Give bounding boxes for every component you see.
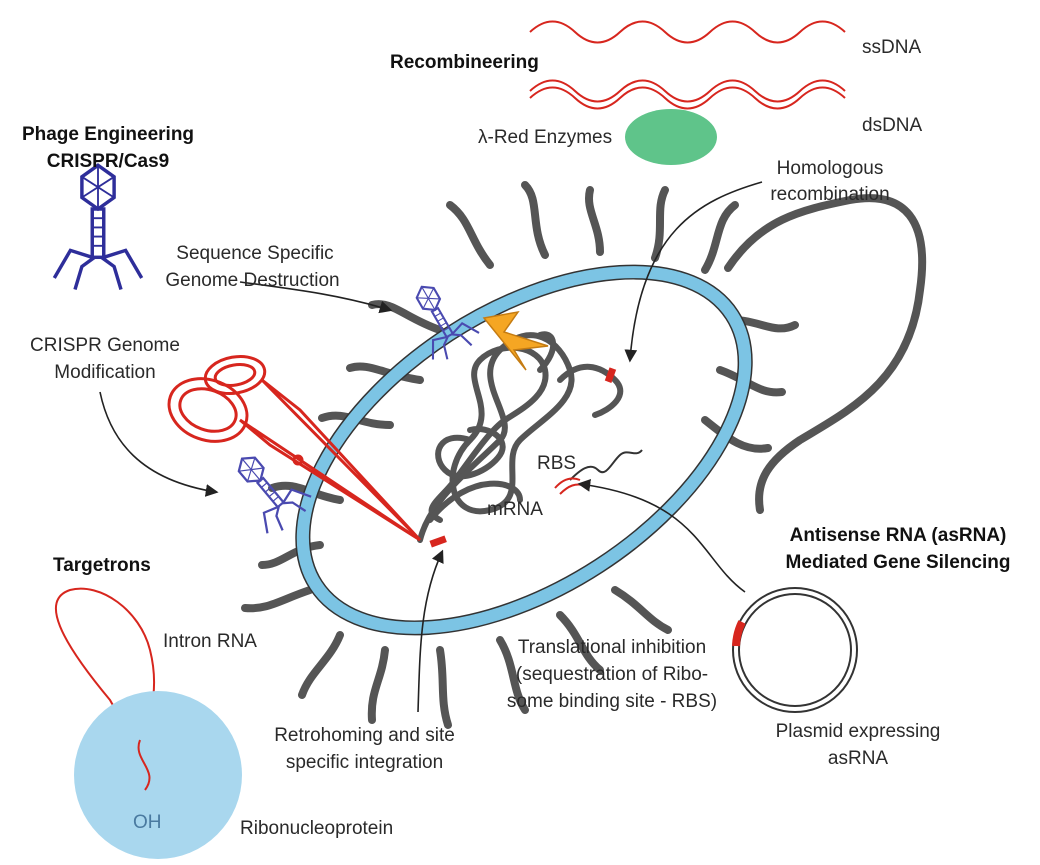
ribonucleoprotein-label: Ribonucleoprotein xyxy=(240,818,394,839)
phage-engineering-heading: Phage Engineering xyxy=(21,124,195,145)
cell-wall xyxy=(295,265,753,635)
antisense-heading: Antisense RNA (asRNA) xyxy=(789,525,1007,546)
plasmid-insert xyxy=(732,620,746,647)
crispr-genome-label: CRISPR Genome xyxy=(30,335,180,356)
lightning-icon xyxy=(482,310,549,371)
ssdna-strand xyxy=(529,20,846,44)
lambda-red-label: λ-Red Enzymes xyxy=(478,127,613,148)
rbs-strand xyxy=(554,477,587,495)
lambda-red-enzyme xyxy=(625,109,717,165)
asrna-label: asRNA xyxy=(827,748,889,769)
genome-destruction-label: Genome Destruction xyxy=(165,270,340,291)
homologous-label: Homologous xyxy=(776,158,884,179)
chromosome-marker-top xyxy=(604,367,617,383)
modification-label: Modification xyxy=(54,362,156,383)
oh-label: OH xyxy=(133,812,162,833)
arrows xyxy=(99,181,763,713)
ribonucleoprotein-blob xyxy=(74,691,242,859)
translational-inhibition-label: Translational inhibition xyxy=(517,637,707,658)
intron-rna-label: Intron RNA xyxy=(163,631,257,652)
dsdna-label: dsDNA xyxy=(862,115,923,136)
recombineering-heading: Recombineering xyxy=(390,52,539,73)
rbs-site-label: some binding site - RBS) xyxy=(506,691,718,712)
chromosome xyxy=(417,331,624,543)
site-integration-label: specific integration xyxy=(285,752,444,773)
rbs-label: RBS xyxy=(537,453,577,474)
chromosome-marker-bottom xyxy=(429,535,447,548)
gene-silencing-heading: Mediated Gene Silencing xyxy=(785,552,1011,573)
recombination-label: recombination xyxy=(770,184,890,205)
plasmid-label: Plasmid expressing xyxy=(775,721,941,742)
phage-icon xyxy=(52,163,144,292)
sequestration-label: (sequestration of Ribo- xyxy=(515,664,709,685)
sequence-specific-label: Sequence Specific xyxy=(176,243,334,264)
cell-pili xyxy=(241,181,927,729)
targetrons-heading: Targetrons xyxy=(53,555,151,576)
retrohoming-label: Retrohoming and site xyxy=(274,725,455,746)
ssdna-label: ssDNA xyxy=(862,37,922,58)
scissors-icon xyxy=(167,355,422,542)
plasmid-ring xyxy=(732,587,858,713)
mrna-strand xyxy=(569,449,643,481)
mrna-label: mRNA xyxy=(487,499,543,520)
dsdna-strand xyxy=(529,86,846,110)
crispr-cas9-heading: CRISPR/Cas9 xyxy=(46,151,170,172)
